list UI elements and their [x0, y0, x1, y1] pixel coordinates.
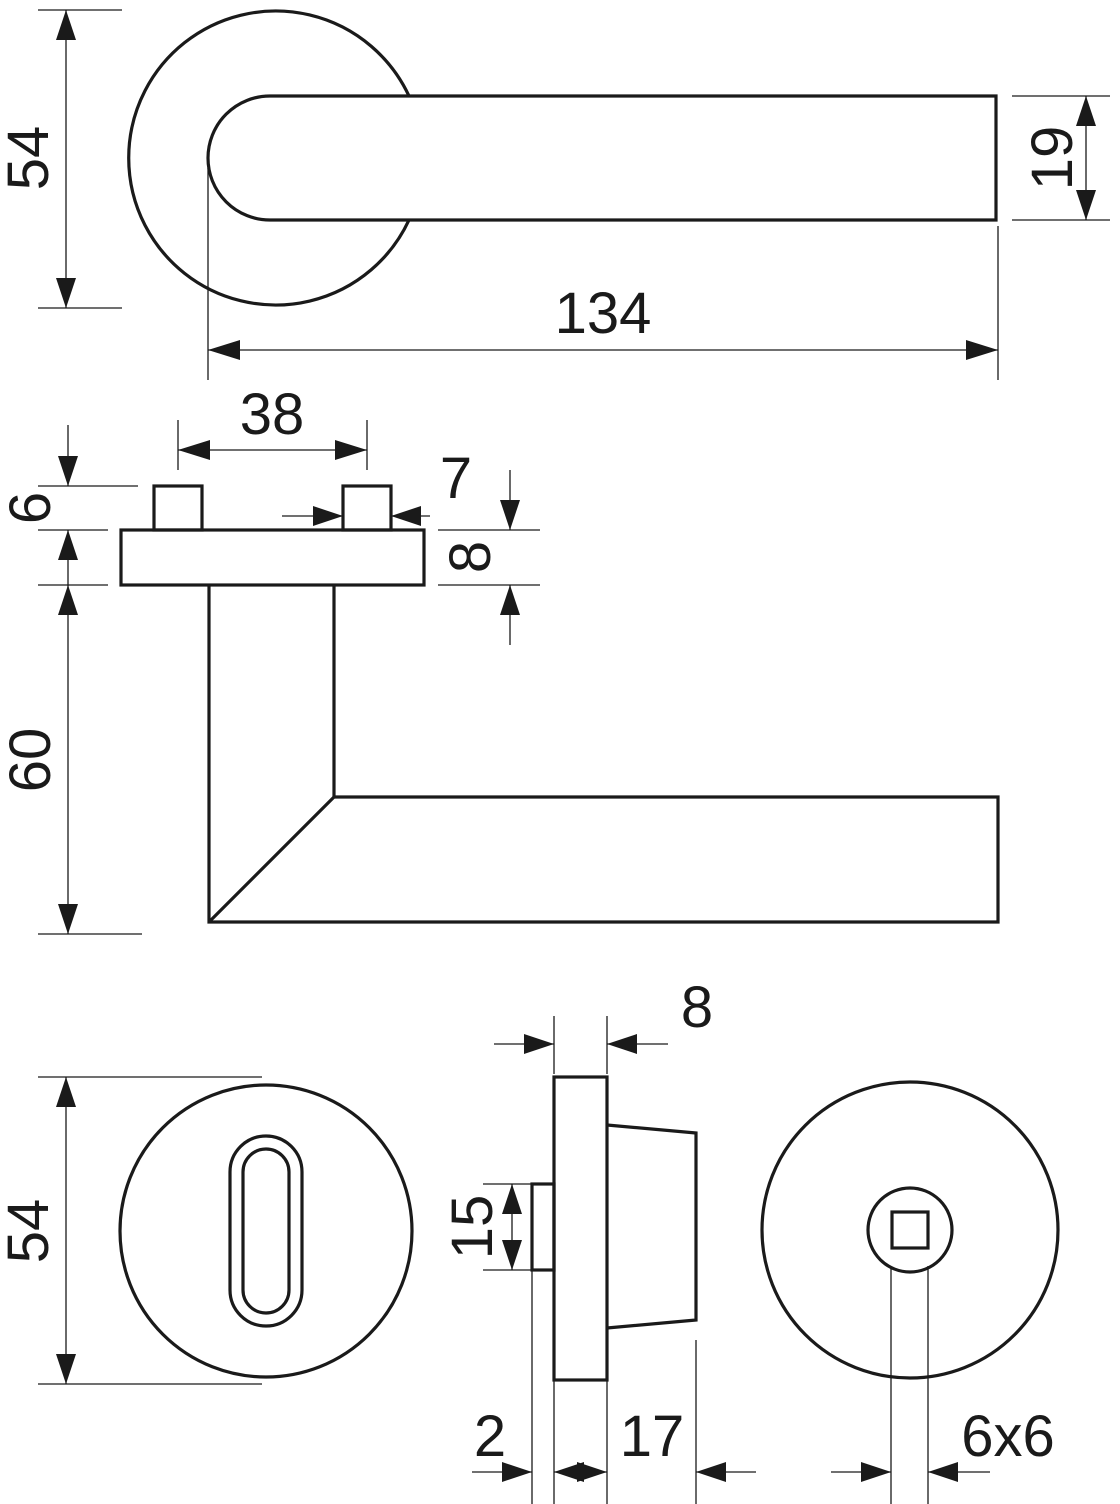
rose-outline [127, 9, 411, 307]
dim-lever-projection: 60 [0, 728, 63, 793]
privacy-escutcheon-view: 6x6 [760, 1080, 1060, 1504]
left-pin [152, 484, 204, 532]
escutcheon-side-view: 8 15 2 17 [440, 975, 756, 1504]
lever-miter-line [207, 795, 336, 924]
dim-boss-height: 15 [440, 1195, 505, 1260]
dim-body-depth: 17 [620, 1404, 685, 1469]
keyhole-rose [118, 1083, 414, 1379]
dim-pin-height: 6 [0, 492, 63, 524]
dim-lever-height: 19 [1020, 126, 1085, 191]
escutcheon-body [606, 1123, 698, 1330]
dim-lever-length: 134 [555, 281, 652, 346]
dim-pin-spacing: 38 [240, 382, 305, 447]
dim-escutcheon-thickness: 8 [681, 975, 713, 1040]
square-spindle-hole [890, 1210, 930, 1250]
lever-front-view: 54 19 134 [0, 9, 1110, 380]
keyhole-outer-slot [228, 1134, 304, 1328]
dim-side-rose-thickness: 8 [438, 541, 503, 573]
lever-side-view: 38 6 7 8 60 [0, 382, 1000, 935]
escutcheon-boss [530, 1182, 556, 1272]
dim-keyhole-diameter: 54 [0, 1199, 61, 1264]
dim-boss-depth: 2 [474, 1404, 506, 1469]
keyhole-escutcheon-view: 54 [0, 1076, 414, 1385]
spindle-boss [866, 1186, 954, 1274]
dim-square-size: 6x6 [961, 1404, 1055, 1469]
lever-outline [206, 94, 998, 222]
rose-plate [119, 528, 426, 587]
keyhole-inner-slot [241, 1147, 291, 1315]
dim-rose-diameter: 54 [0, 126, 61, 191]
privacy-rose [760, 1080, 1060, 1380]
escutcheon-plate [552, 1075, 609, 1382]
dim-pin-width: 7 [440, 446, 472, 511]
right-pin [341, 484, 393, 532]
lever-profile [207, 585, 1000, 924]
